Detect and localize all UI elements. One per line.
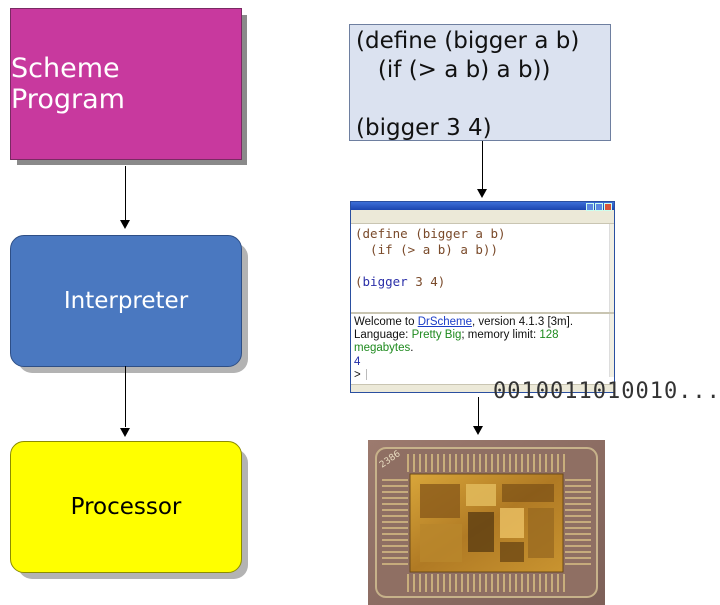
- arrow-code-to-drscheme-line: [482, 141, 483, 189]
- interpreter-box: Interpreter: [10, 235, 242, 367]
- code-line-3: [356, 85, 604, 114]
- memory-unit-line: megabytes.: [354, 342, 413, 354]
- welcome-line: Welcome to DrScheme, version 4.1.3 [3m].: [354, 316, 573, 328]
- drscheme-toolbar: [351, 216, 614, 224]
- arrow-scheme-to-interpreter-line: [125, 166, 126, 220]
- defs-call-args: 3 4): [407, 274, 446, 289]
- die-circuit-blocks: [420, 484, 554, 562]
- arrow-drscheme-to-chip-head: [473, 426, 483, 435]
- arrow-code-to-drscheme-head: [477, 189, 487, 198]
- minimize-icon: [586, 203, 594, 211]
- interpreter-label: Interpreter: [63, 288, 189, 314]
- definitions-scrollbar[interactable]: [609, 224, 614, 312]
- arrow-drscheme-to-chip-line: [478, 397, 479, 426]
- language-prefix: Language:: [354, 329, 412, 342]
- language-name: Pretty Big: [411, 329, 462, 342]
- code-line-4: (bigger 3 4): [356, 115, 492, 141]
- processor-box: Processor: [10, 441, 242, 573]
- memory-unit: megabytes: [354, 342, 411, 355]
- scheme-program-label: Scheme Program: [11, 53, 125, 115]
- window-controls: [586, 203, 612, 211]
- drscheme-menu-bar: [351, 210, 614, 216]
- code-line-2: (if (> a b) a b)): [356, 57, 551, 83]
- chip-pins: [382, 454, 591, 592]
- drscheme-title-bar: [351, 202, 614, 211]
- close-icon: [604, 203, 612, 211]
- drscheme-status-bar: [351, 384, 614, 392]
- scheme-code-box: (define (bigger a b) (if (> a b) a b)) (…: [349, 24, 611, 141]
- drscheme-link[interactable]: DrScheme: [417, 316, 473, 328]
- interactions-scrollbar[interactable]: [609, 314, 614, 377]
- scheme-program-box: Scheme Program: [10, 8, 242, 160]
- processor-die-photo: 2386: [368, 440, 605, 605]
- memory-limit-label: ; memory limit:: [461, 329, 540, 342]
- defs-paren: (: [355, 274, 363, 289]
- defs-call-name: bigger: [362, 274, 408, 289]
- repl-prompt[interactable]: >: [354, 369, 611, 382]
- defs-line-4: (bigger 3 4): [355, 274, 610, 290]
- drscheme-interactions-pane: Welcome to DrScheme, version 4.1.3 [3m].…: [351, 314, 614, 384]
- processor-label: Processor: [70, 494, 182, 520]
- prompt-symbol: >: [354, 368, 361, 381]
- result-output: 4: [354, 355, 361, 368]
- memory-limit-value: 128: [539, 329, 559, 342]
- arrow-interpreter-to-processor-head: [120, 428, 130, 437]
- arrow-interpreter-to-processor-line: [125, 366, 126, 427]
- code-line-1: (define (bigger a b): [356, 28, 580, 54]
- language-line: Language: Pretty Big; memory limit: 128: [354, 329, 559, 341]
- arrow-scheme-to-interpreter-head: [120, 220, 130, 229]
- defs-line-3: [355, 258, 610, 274]
- memory-unit-period: .: [410, 342, 414, 355]
- binary-machine-code: 0010011010010...: [493, 379, 720, 404]
- drscheme-definitions-pane: (define (bigger a b) (if (> a b) a b)) (…: [351, 224, 614, 314]
- welcome-prefix: Welcome to: [354, 316, 418, 328]
- welcome-suffix: , version 4.1.3 [3m].: [472, 316, 574, 328]
- drscheme-window-screenshot: (define (bigger a b) (if (> a b) a b)) (…: [350, 201, 615, 393]
- maximize-icon: [595, 203, 603, 211]
- defs-line-2: (if (> a b) a b)): [355, 242, 498, 257]
- defs-line-1: (define (bigger a b): [355, 226, 506, 241]
- text-caret: [365, 369, 367, 381]
